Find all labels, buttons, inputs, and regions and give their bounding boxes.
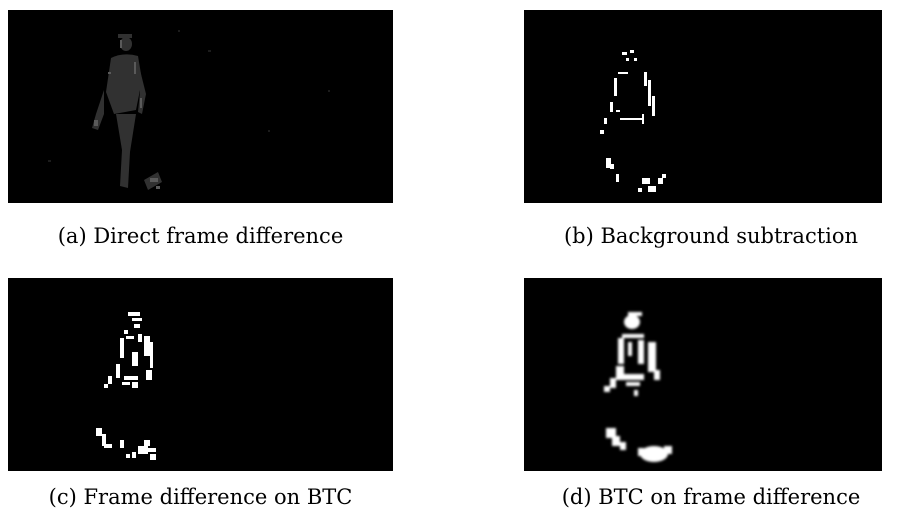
panel-b-image xyxy=(600,50,666,192)
panel-d-btc-on-frame-difference-image xyxy=(524,278,882,471)
panel-b-caption: (b) Background subtraction xyxy=(563,224,859,248)
panel-d-caption: (d) BTC on frame difference xyxy=(561,485,861,509)
panel-c-frame-difference-on-btc-image xyxy=(8,278,393,471)
panel-b-background-subtraction-image xyxy=(524,10,882,203)
panel-c-image xyxy=(96,312,156,460)
panel-c-caption: (c) Frame difference on BTC xyxy=(48,485,353,509)
panel-a-image xyxy=(48,30,330,190)
panel-a-direct-frame-difference-image xyxy=(8,10,393,203)
panel-a-caption: (a) Direct frame difference xyxy=(57,224,344,248)
panel-d-image xyxy=(604,312,672,462)
